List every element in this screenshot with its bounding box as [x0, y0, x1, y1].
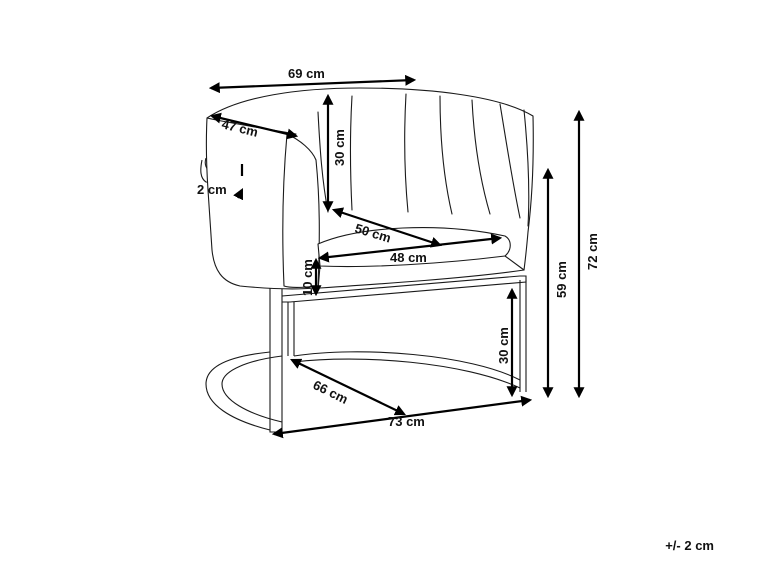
dim-line-total-width	[208, 74, 417, 94]
dim-line-base-diagonal	[290, 358, 406, 416]
label-total-depth: 73 cm	[388, 414, 425, 429]
frame-sled-base	[205, 351, 283, 431]
dim-line-armrest-thickness	[238, 164, 242, 198]
backrest-channels	[317, 93, 530, 227]
chair-illustration	[200, 87, 534, 433]
label-cushion-height: 10 cm	[300, 259, 315, 296]
label-backrest-height: 30 cm	[332, 129, 347, 166]
label-total-width: 69 cm	[288, 66, 325, 81]
dim-line-total-depth	[271, 395, 533, 439]
frame-back-leg	[519, 280, 527, 392]
label-armrest-thickness: 2 cm	[197, 182, 227, 197]
label-seat-height: 59 cm	[554, 261, 569, 298]
tolerance-note: +/- 2 cm	[665, 538, 714, 553]
label-base-diagonal: 66 cm	[311, 377, 351, 407]
frame-top-bar	[281, 275, 527, 303]
dim-line-seat-depth-inner	[209, 112, 299, 140]
dimension-lines	[208, 74, 585, 439]
label-seat-width: 48 cm	[390, 250, 427, 265]
dim-line-seat-width	[317, 233, 503, 263]
label-leg-height: 30 cm	[496, 327, 511, 364]
label-total-height: 72 cm	[585, 233, 600, 270]
frame-front-leg	[287, 302, 295, 356]
